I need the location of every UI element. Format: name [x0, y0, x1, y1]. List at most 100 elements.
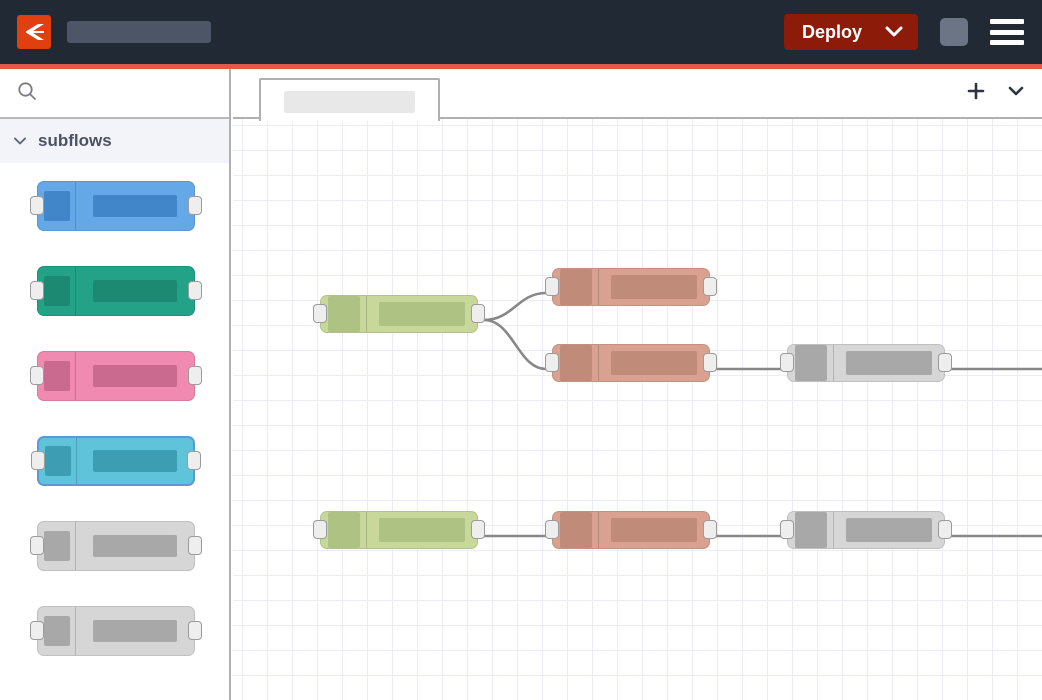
flow-node-green-bot-holder[interactable] [313, 511, 485, 561]
node-output-port[interactable] [188, 366, 202, 385]
node-output-port[interactable] [187, 451, 201, 470]
node-label-placeholder [611, 351, 697, 375]
node-output-port[interactable] [471, 304, 485, 323]
node-label-cell [367, 302, 477, 326]
palette-node-5[interactable] [30, 521, 202, 571]
node-icon-cell [553, 345, 599, 381]
wire-green-to-salmon-mid[interactable] [482, 318, 548, 371]
node-label-cell [76, 365, 194, 387]
tabbar-actions [966, 81, 1026, 101]
flow-canvas[interactable] [233, 69, 1042, 700]
chevron-down-icon[interactable] [12, 135, 28, 147]
app-header: Deploy [0, 0, 1042, 64]
node-input-port[interactable] [30, 536, 44, 555]
node-type-icon [43, 191, 70, 221]
flow-node-gray-bot[interactable] [780, 511, 952, 549]
user-avatar[interactable] [940, 18, 968, 46]
search-icon[interactable] [16, 80, 38, 107]
flow-node-salmon-bot-holder[interactable] [545, 511, 717, 561]
node-type-icon [559, 512, 592, 548]
palette-node-list [0, 163, 229, 656]
search-input[interactable] [48, 85, 229, 101]
palette-node-3[interactable] [30, 351, 202, 401]
node-type-icon [43, 531, 70, 561]
node-label-cell [599, 275, 709, 299]
flow-node-gray-mid-holder[interactable] [780, 344, 952, 394]
flow-tab-label [284, 90, 415, 113]
palette-node-6[interactable] [30, 606, 202, 656]
wire-green-to-salmon-top[interactable] [482, 291, 548, 322]
flow-node-layer [233, 119, 1042, 700]
node-icon-cell [38, 352, 76, 400]
node-output-port[interactable] [703, 277, 717, 296]
node-output-port[interactable] [471, 520, 485, 539]
flow-node-salmon-mid[interactable] [545, 344, 717, 382]
palette-item[interactable] [30, 266, 202, 316]
header-accent-bar [0, 64, 1042, 69]
flow-node-salmon-bot[interactable] [545, 511, 717, 549]
node-red-logo-icon[interactable] [17, 15, 51, 49]
node-input-port[interactable] [780, 353, 794, 372]
flow-tab-active[interactable] [259, 78, 440, 121]
node-input-port[interactable] [30, 281, 44, 300]
chevron-down-icon[interactable] [1006, 84, 1026, 98]
palette-item[interactable] [30, 606, 202, 656]
plus-icon[interactable] [966, 81, 986, 101]
palette-node-1[interactable] [30, 181, 202, 231]
node-icon-cell [38, 182, 76, 230]
node-label-placeholder [846, 351, 932, 375]
node-label-placeholder [846, 518, 932, 542]
node-input-port[interactable] [780, 520, 794, 539]
node-label-cell [834, 518, 944, 542]
node-output-port[interactable] [938, 353, 952, 372]
node-input-port[interactable] [30, 196, 44, 215]
flow-node-green-bot[interactable] [313, 511, 485, 549]
node-icon-cell [38, 607, 76, 655]
palette-item[interactable] [30, 351, 202, 401]
sidebar-section-subflows[interactable]: subflows [0, 119, 229, 163]
node-label-placeholder [93, 620, 177, 642]
hamburger-menu-icon[interactable] [990, 19, 1024, 45]
flow-node-salmon-top-holder[interactable] [545, 268, 717, 318]
node-label-placeholder [379, 302, 465, 326]
node-input-port[interactable] [545, 353, 559, 372]
node-label-cell [367, 518, 477, 542]
node-output-port[interactable] [938, 520, 952, 539]
flow-node-gray-mid[interactable] [780, 344, 952, 382]
node-type-icon [794, 345, 827, 381]
flow-title-placeholder[interactable] [67, 21, 211, 43]
node-output-port[interactable] [188, 536, 202, 555]
palette-node-2[interactable] [30, 266, 202, 316]
flow-node-salmon-mid-holder[interactable] [545, 344, 717, 394]
palette-item[interactable] [30, 181, 202, 231]
palette-sidebar: subflows [0, 69, 231, 700]
node-label-cell [76, 280, 194, 302]
node-input-port[interactable] [31, 451, 45, 470]
node-type-icon [43, 616, 70, 646]
deploy-button[interactable]: Deploy [783, 14, 918, 50]
node-output-port[interactable] [188, 621, 202, 640]
node-input-port[interactable] [313, 520, 327, 539]
palette-item[interactable] [30, 521, 202, 571]
node-input-port[interactable] [313, 304, 327, 323]
palette-search-row[interactable] [0, 69, 229, 119]
node-output-port[interactable] [703, 353, 717, 372]
node-type-icon [559, 269, 592, 305]
flow-node-gray-bot-holder[interactable] [780, 511, 952, 561]
flow-node-green-top-holder[interactable] [313, 295, 485, 345]
flow-node-green-top[interactable] [313, 295, 485, 333]
palette-item[interactable] [31, 436, 201, 486]
palette-node-4[interactable] [31, 436, 201, 486]
node-output-port[interactable] [188, 281, 202, 300]
node-input-port[interactable] [545, 520, 559, 539]
node-output-port[interactable] [188, 196, 202, 215]
node-input-port[interactable] [30, 366, 44, 385]
node-input-port[interactable] [545, 277, 559, 296]
node-input-port[interactable] [30, 621, 44, 640]
chevron-down-icon[interactable] [884, 25, 904, 39]
node-label-cell [834, 351, 944, 375]
flow-node-salmon-top[interactable] [545, 268, 717, 306]
node-output-port[interactable] [703, 520, 717, 539]
node-type-icon [43, 276, 70, 306]
